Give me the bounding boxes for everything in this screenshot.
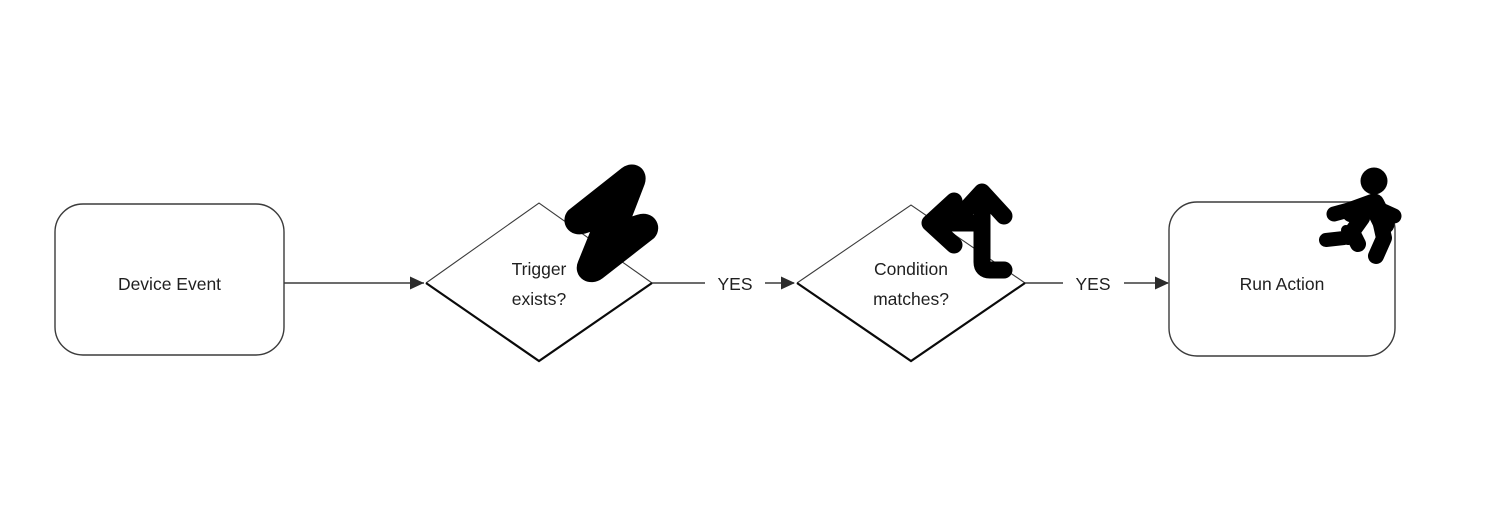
branch-arrow-icon: [921, 183, 1013, 279]
edge-trigger-to-condition: YES: [652, 274, 795, 294]
trigger-diamond-bottom-edges: [425, 282, 653, 363]
lightning-bolt-icon: [564, 164, 659, 283]
edge-1-arrowhead: [410, 276, 424, 290]
running-person-icon: [1319, 167, 1402, 264]
condition-label-line2: matches?: [873, 289, 949, 309]
condition-label-line1: Condition: [874, 259, 948, 279]
node-device-event[interactable]: Device Event: [54, 203, 285, 356]
trigger-label-line2: exists?: [512, 289, 567, 309]
edge-3-label: YES: [1075, 274, 1110, 294]
edge-2-arrowhead: [781, 276, 795, 290]
edge-3-arrowhead: [1155, 276, 1169, 290]
run-action-label: Run Action: [1240, 274, 1325, 294]
node-condition-matches[interactable]: Condition matches?: [796, 183, 1026, 363]
node-trigger-exists[interactable]: Trigger exists?: [425, 164, 659, 363]
condition-diamond-bottom-edges: [796, 282, 1026, 363]
trigger-label-line1: Trigger: [512, 259, 567, 279]
node-run-action[interactable]: Run Action: [1168, 167, 1402, 357]
edge-2-label: YES: [717, 274, 752, 294]
edge-condition-to-run-action: YES: [1025, 274, 1169, 294]
condition-diamond-fill: [797, 205, 1025, 361]
edge-device-event-to-trigger: [284, 276, 424, 290]
device-event-label: Device Event: [118, 274, 221, 294]
device-event-shape: [54, 203, 285, 356]
